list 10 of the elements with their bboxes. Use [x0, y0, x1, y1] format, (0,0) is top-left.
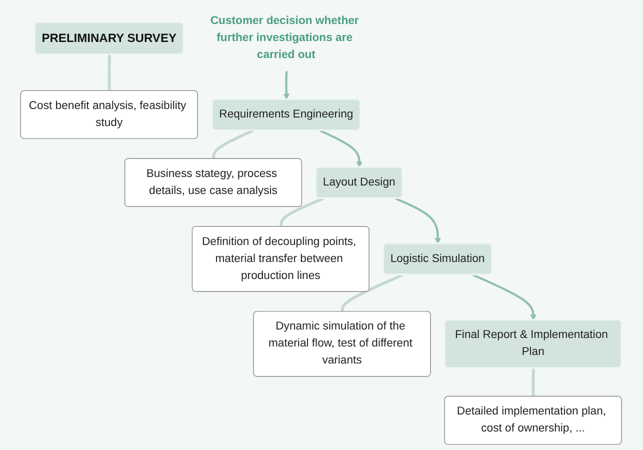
- node-text: Customer decision whether further investigations are carried out: [210, 14, 360, 61]
- arrow: [395, 197, 442, 244]
- arrow: [320, 130, 363, 168]
- connector: [532, 368, 536, 397]
- connector: [212, 129, 254, 159]
- arrow: [284, 71, 290, 100]
- connector: [280, 197, 324, 227]
- connector: [108, 54, 112, 91]
- arrow: [472, 274, 537, 320]
- connector: [341, 274, 404, 312]
